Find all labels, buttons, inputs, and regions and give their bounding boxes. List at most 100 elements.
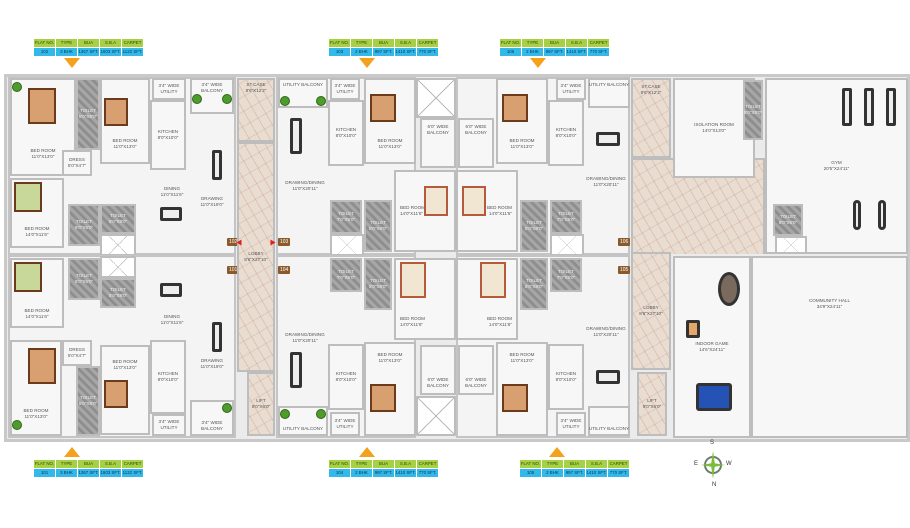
room-dim: 11'0"X20'11"	[593, 182, 619, 187]
room-dim: 14'0"X11'6"	[400, 211, 424, 216]
room-dim: 14'0"X11'6"	[25, 232, 49, 237]
room-name: BED ROOM	[112, 138, 138, 143]
pool-table-icon	[696, 383, 732, 411]
room-dim: 11'0"X13'0"	[31, 154, 55, 159]
entry-arrow-icon	[270, 239, 276, 246]
compass-w: W	[726, 461, 732, 467]
sofa-icon	[212, 322, 222, 352]
utility-balcony: UTILITY BALCONY	[588, 406, 630, 436]
pointer-105	[549, 447, 565, 457]
room-name: KITCHEN	[157, 371, 179, 376]
room-name: KITCHEN	[555, 127, 577, 132]
room-name: TOILET	[780, 214, 796, 219]
flat-type: 2 BHK	[351, 469, 372, 477]
room-name: ST.CASE	[246, 82, 266, 87]
header-flat-no: FLAT NO.	[329, 39, 350, 47]
flat-type: 2 BHK	[522, 48, 543, 56]
room-name: TOILET	[80, 395, 96, 400]
room-name: KITCHEN	[555, 371, 577, 376]
bed-icon	[14, 182, 42, 212]
room-dim: 5'0"X8'0"	[524, 226, 544, 231]
dining-table-icon	[160, 207, 182, 221]
room-dim: 11'0"X19'0"	[200, 202, 224, 207]
header-bua: BUA	[78, 39, 99, 47]
plant-icon	[280, 96, 290, 106]
room-name: LOBBY	[643, 305, 659, 310]
room-name: DRESS	[69, 157, 85, 162]
room-name: GYM	[831, 160, 842, 165]
header-type: TYPE	[56, 39, 77, 47]
room-dim: 14'0"X13'0"	[702, 128, 726, 133]
flat-number-tag-104: 104	[278, 266, 291, 274]
room-dim: 14'0"X11'6"	[488, 211, 512, 216]
room-dim: 8'0"X10'0"	[157, 135, 179, 140]
flat-no: 104	[329, 469, 350, 477]
lift-shaft	[100, 256, 136, 278]
room-dim: 11'0"X11'6"	[160, 192, 184, 197]
flat-number-tag-106: 106	[618, 238, 631, 246]
room-dim: UTILITY	[562, 89, 580, 94]
plant-icon	[316, 96, 326, 106]
room-name: COMMUNITY HALL	[808, 298, 850, 303]
room-name: TOILET	[558, 269, 574, 274]
room-name: ISOLATION ROOM	[694, 122, 734, 127]
room-dim: 14'6"X24'11"	[699, 347, 725, 352]
room-dim: 7'0"X5'0"	[336, 275, 356, 280]
flat-number-tag-105: 105	[618, 266, 631, 274]
room-dim: 11'0"X11'6"	[160, 320, 184, 325]
carrom-board-icon	[686, 320, 700, 338]
dining-table-icon	[596, 370, 620, 384]
bed-icon	[424, 186, 448, 216]
header-type: TYPE	[56, 460, 77, 468]
bed-icon	[480, 262, 506, 298]
flat-number-tag-103: 103	[278, 238, 291, 246]
room-name: 6'0" WIDE	[465, 377, 487, 382]
room-dim: 14'0"X11'6"	[400, 322, 424, 327]
compass-e: E	[694, 461, 699, 467]
room-name: TOILET	[526, 278, 542, 283]
bed-icon	[14, 262, 42, 292]
flat-no: 106	[500, 48, 521, 56]
header-sba: S.B.A	[100, 39, 121, 47]
room-name: 3'4" WIDE	[560, 83, 582, 88]
bed-icon	[28, 88, 56, 124]
pointer-104	[359, 447, 375, 457]
pointer-101	[64, 447, 80, 457]
lift-shaft	[330, 234, 364, 256]
plant-icon	[12, 82, 22, 92]
header-flat-no: FLAT NO.	[329, 460, 350, 468]
room-name: ST.CASE	[641, 84, 661, 89]
utility-balcony: UTILITY BALCONY	[278, 78, 328, 108]
room-name: BED ROOM	[486, 205, 512, 210]
room-dim: UTILITY	[160, 89, 178, 94]
room-dim: UTILITY	[336, 89, 354, 94]
room-dim: 8'0"X10'0"	[335, 133, 357, 138]
room-name: KITCHEN	[335, 127, 357, 132]
compass-n: N	[712, 482, 717, 488]
room-name: KITCHEN	[157, 129, 179, 134]
flat-sba: 1410 SFT.	[566, 48, 587, 56]
room-name: TOILET	[110, 213, 126, 218]
flat-sba: 1603 SFT.	[100, 469, 121, 477]
header-bua: BUA	[564, 460, 585, 468]
room-dim: 11'0"X13'0"	[510, 144, 534, 149]
room-name: 3'4" WIDE	[560, 418, 582, 423]
room-name: BED ROOM	[23, 408, 49, 413]
bed-icon	[462, 186, 486, 216]
room-name: BED ROOM	[486, 316, 512, 321]
dining-table-icon	[160, 283, 182, 297]
